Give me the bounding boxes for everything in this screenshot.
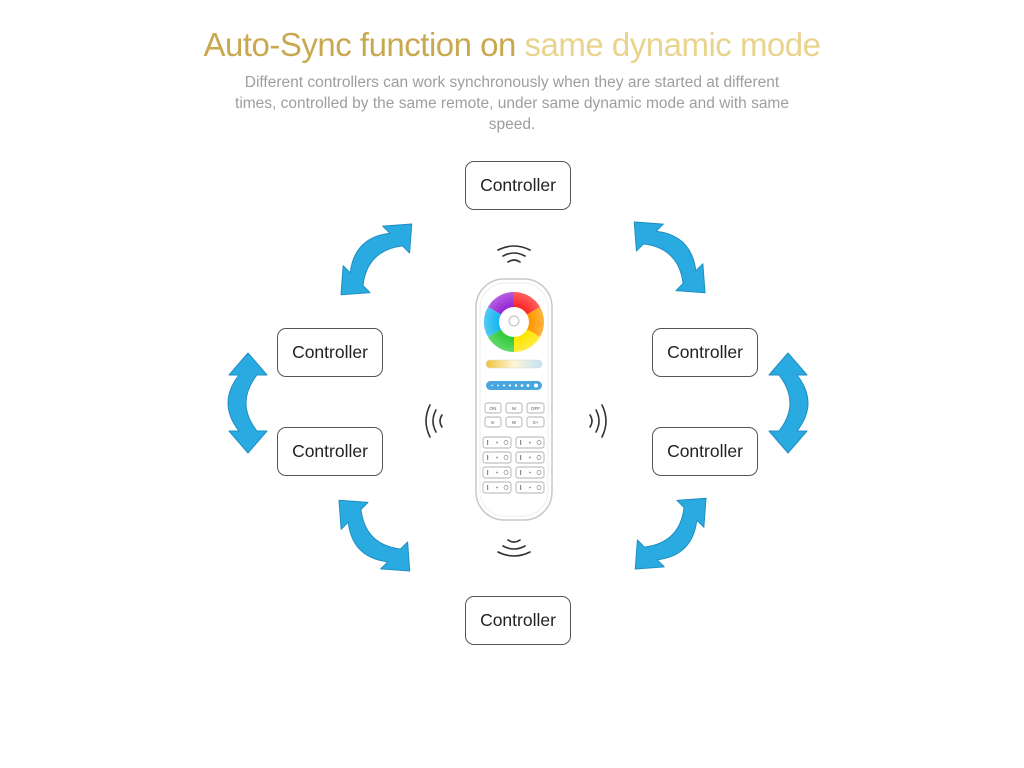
description: Different controllers can work synchrono…	[235, 74, 789, 133]
brightness-slider	[486, 381, 542, 390]
title-primary: Auto-Sync function on	[203, 26, 525, 63]
controller-box-top: Controller	[465, 161, 571, 210]
color-wheel-icon	[483, 292, 545, 353]
controller-box-bottom: Controller	[465, 596, 571, 645]
signal-waves-icon	[425, 404, 443, 438]
curved-double-arrow-icon	[338, 499, 411, 572]
on-label: ON	[490, 406, 497, 411]
page-title: Auto-Sync function on same dynamic mode	[0, 26, 1024, 64]
curved-double-arrow-icon	[768, 352, 809, 454]
controller-box-right-lower: Controller	[652, 427, 758, 476]
curved-double-arrow-icon	[633, 221, 706, 294]
signal-waves-icon	[497, 245, 531, 263]
white-button[interactable]	[505, 416, 523, 428]
off-button[interactable]	[526, 402, 545, 414]
title-accent: same dynamic mode	[524, 26, 821, 63]
remote-control: ON M OFF S- W S+	[475, 278, 553, 521]
on-button[interactable]	[484, 402, 502, 414]
signal-waves-icon	[497, 539, 531, 557]
signal-waves-icon	[589, 404, 607, 438]
s-plus-label: S+	[533, 420, 539, 425]
mode-button[interactable]	[505, 402, 523, 414]
controller-box-right-upper: Controller	[652, 328, 758, 377]
m-label: M	[512, 406, 516, 411]
off-label: OFF	[531, 406, 540, 411]
curved-double-arrow-icon	[340, 223, 413, 296]
w-label: W	[512, 420, 517, 425]
controller-box-left-upper: Controller	[277, 328, 383, 377]
cct-slider	[485, 359, 543, 369]
speed-down-button[interactable]	[484, 416, 502, 428]
curved-double-arrow-icon	[634, 497, 707, 570]
s-minus-label: S-	[491, 420, 496, 425]
curved-double-arrow-icon	[227, 352, 268, 454]
speed-up-button[interactable]	[526, 416, 545, 428]
controller-box-left-lower: Controller	[277, 427, 383, 476]
